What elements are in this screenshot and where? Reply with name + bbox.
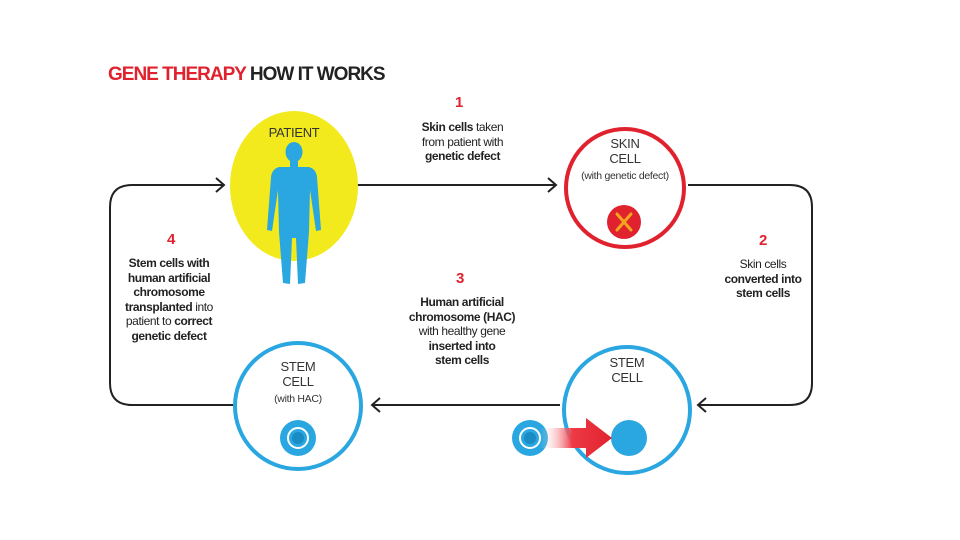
arrow-skin-to-stem-cell bbox=[688, 184, 813, 406]
step3-text: Human artificial chromosome (HAC) with h… bbox=[397, 295, 527, 368]
step2-l3-bold: stem cells bbox=[735, 286, 791, 300]
arrow-stem-hac-to-patient bbox=[109, 184, 234, 406]
step1-number: 1 bbox=[455, 94, 464, 111]
step4-l4-rest: into bbox=[192, 299, 213, 314]
step4-l6-bold: genetic defect bbox=[131, 328, 207, 343]
stem-cell-right-nucleus bbox=[611, 420, 647, 456]
stem-cell-right-label: STEM CELL bbox=[577, 355, 677, 385]
step4-number: 4 bbox=[167, 231, 176, 248]
skin-cell-circle bbox=[564, 127, 686, 249]
skin-cell-label-sub: (with genetic defect) bbox=[581, 170, 669, 182]
skin-cell-label-line1: SKIN bbox=[610, 136, 640, 151]
step1-l3-bold: genetic defect bbox=[424, 149, 501, 163]
chromosome-icon bbox=[615, 212, 633, 232]
stem-cell-left-label-line2: CELL bbox=[282, 374, 314, 389]
stem-cell-left-hac-ring bbox=[287, 427, 309, 449]
step3-l5-bold: stem cells bbox=[434, 353, 490, 367]
step2-l1: Skin cells bbox=[739, 257, 787, 271]
arrow-head-stem-cell-left bbox=[370, 397, 381, 413]
step2-l2-bold: converted into bbox=[724, 271, 802, 286]
stem-cell-left-hac-core bbox=[292, 432, 304, 444]
insertion-arrow-icon bbox=[540, 418, 612, 458]
step2-number: 2 bbox=[759, 232, 768, 249]
step3-l2-bold: chromosome (HAC) bbox=[408, 309, 516, 324]
page-title: GENE THERAPY HOW IT WORKS bbox=[108, 64, 386, 86]
arrow-head-skin-cell bbox=[547, 177, 558, 193]
step4-l2-bold: human artificial bbox=[127, 270, 211, 285]
step4-l3-bold: chromosome bbox=[133, 285, 205, 299]
skin-cell-label: SKIN CELL (with genetic defect) bbox=[565, 136, 685, 184]
step1-text: Skin cells taken from patient with genet… bbox=[395, 120, 530, 164]
stem-cell-left-label: STEM CELL (with HAC) bbox=[248, 359, 348, 407]
step4-l4-bold: transplanted bbox=[125, 299, 193, 314]
step4-text: Stem cells with human artificial chromos… bbox=[112, 256, 226, 343]
step3-l3: with healthy gene bbox=[418, 324, 506, 338]
step4-l1-bold: Stem cells with bbox=[128, 256, 210, 270]
step4-l5-bold: correct bbox=[174, 314, 213, 328]
arrow-head-stem-cell-right bbox=[696, 397, 707, 413]
step1-l1-rest: taken bbox=[473, 120, 504, 134]
step1-l2: from patient with bbox=[421, 134, 504, 149]
hac-core bbox=[524, 432, 536, 444]
human-figure-icon bbox=[267, 142, 321, 284]
skin-cell-label-line2: CELL bbox=[609, 151, 641, 166]
arrow-head-patient bbox=[215, 177, 226, 193]
step1-l1-bold: Skin cells bbox=[421, 120, 474, 134]
stem-cell-left-label-line1: STEM bbox=[280, 359, 316, 374]
stem-cell-left-label-sub: (with HAC) bbox=[274, 393, 322, 405]
title-part2: HOW IT WORKS bbox=[249, 64, 386, 85]
patient-label: PATIENT bbox=[268, 125, 320, 140]
step3-number: 3 bbox=[456, 270, 465, 287]
step3-l1-bold: Human artificial bbox=[420, 295, 504, 309]
step4-l5: patient to bbox=[125, 314, 175, 328]
step2-text: Skin cells converted into stem cells bbox=[718, 257, 808, 301]
stem-cell-right-label-line1: STEM bbox=[609, 355, 645, 370]
title-part1: GENE THERAPY bbox=[108, 64, 247, 85]
stem-cell-left-circle bbox=[233, 341, 363, 471]
step3-l4-bold: inserted into bbox=[428, 338, 496, 353]
stem-cell-right-label-line2: CELL bbox=[611, 370, 643, 385]
